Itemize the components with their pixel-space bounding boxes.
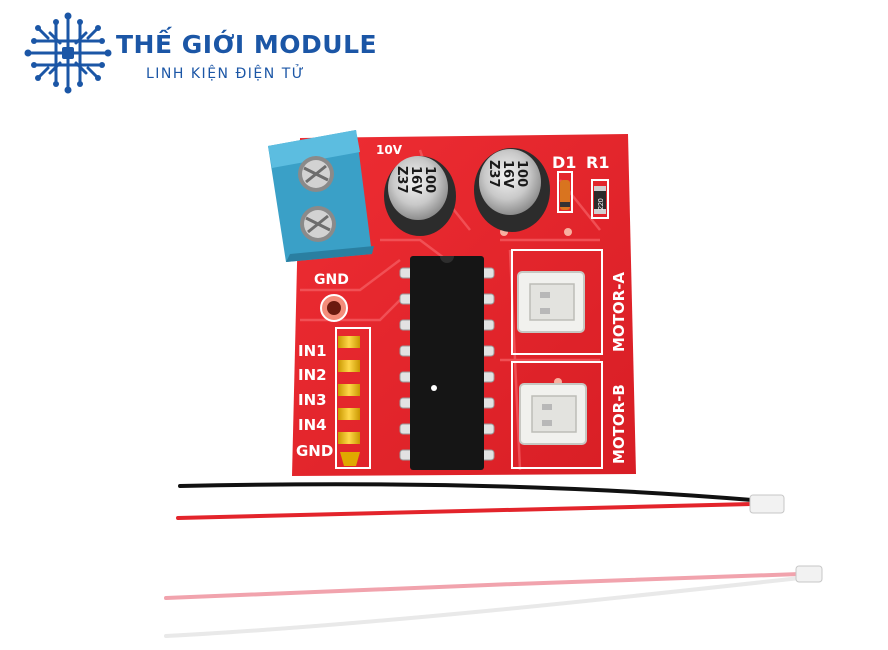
wire-pair-pink-white [164,565,823,638]
ic-chip [399,256,495,470]
diode-d1 [560,180,570,210]
header-pins [338,336,360,466]
capacitor-1-value: 100 [422,166,437,193]
label-in2: IN2 [298,366,327,384]
brand-logo: THẾ GIỚI MODULE LINH KIỆN ĐIỆN TỬ [20,8,380,98]
label-gnd-bottom: GND [296,442,333,460]
capacitor-2-value: 100 [514,160,529,187]
label-d1: D1 [552,153,576,172]
label-motor-a: MOTOR-A [610,272,628,352]
connector-motor-b [519,383,587,445]
label-power: 10V [376,143,403,157]
capacitor-2-code: Z37 [486,160,501,188]
label-gnd-top: GND [314,272,349,288]
capacitor-1: 100 16V Z37 [384,156,456,236]
connector-motor-a [517,271,585,333]
brand-name: THẾ GIỚI MODULE [116,30,378,59]
capacitor-2-voltage: 16V [500,160,515,188]
screw-terminal [268,130,374,262]
wire-pair-black-red [176,482,785,520]
capacitor-2: 100 16V Z37 [474,148,550,232]
label-r1: R1 [586,153,609,172]
resistor-r1: 220 [594,186,606,214]
label-in4: IN4 [298,416,327,434]
capacitor-1-voltage: 16V [408,166,423,194]
brand-tagline: LINH KIỆN ĐIỆN TỬ [146,66,306,82]
label-in1: IN1 [298,342,327,360]
circuit-globe-logo-icon [24,12,112,94]
label-in3: IN3 [298,391,327,409]
capacitor-1-code: Z37 [394,166,409,194]
resistor-code: 220 [598,198,605,210]
label-motor-b: MOTOR-B [610,384,628,464]
